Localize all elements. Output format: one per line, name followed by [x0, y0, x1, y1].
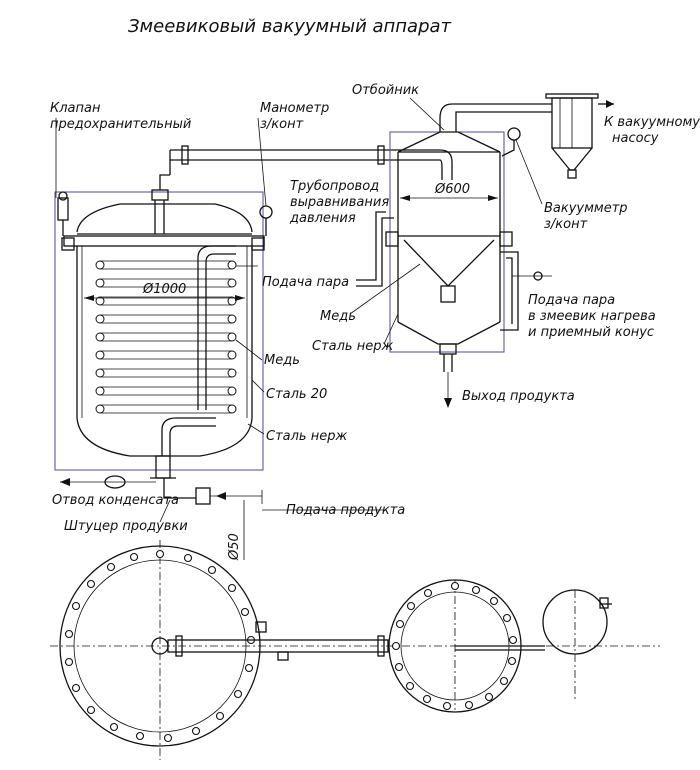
manometer-icon	[259, 205, 273, 236]
manometer-label-1: Манометр	[260, 101, 329, 116]
valve-label-2: предохранительный	[50, 117, 191, 132]
main-vessel-bolt-circle	[64, 549, 256, 743]
vacuum-pump-label-2: насосу	[612, 131, 659, 146]
product-out-label: Выход продукта	[462, 389, 575, 404]
steel-stainless-right-label: Сталь нерж	[312, 339, 393, 354]
steel-stainless-label: Сталь нерж	[266, 429, 347, 444]
diameter-1000-label: Ø1000	[142, 282, 186, 297]
separator-plan	[542, 589, 608, 655]
steam-coil-label-2: в змеевик нагрева	[528, 309, 656, 324]
manometer-label-2: з/конт	[260, 117, 304, 132]
vacuummeter-label-1: Вакуумметр	[544, 201, 628, 216]
bottom-piping	[60, 475, 263, 505]
purge-fitting-label: Штуцер продувки	[64, 519, 188, 534]
copper-right-label: Медь	[320, 309, 356, 324]
main-vessel-plan-flange	[59, 545, 261, 747]
receiver-vessel: Ø600	[356, 93, 614, 372]
plan-view	[50, 540, 660, 760]
separator-cyclone	[545, 93, 614, 179]
equalizer-label-3: давления	[289, 211, 356, 226]
valve-label-1: Клапан	[50, 101, 101, 116]
main-coil-vessel: Ø1000	[54, 174, 273, 479]
copper-label: Медь	[264, 353, 300, 368]
diameter-600-label: Ø600	[434, 182, 470, 197]
vessel-bottom-dome	[76, 417, 253, 457]
equalizer-label-2: выравнивания	[290, 195, 389, 210]
vacuum-pump-label-1: К вакуумному	[604, 115, 700, 130]
equalizer-label-1: Трубопровод	[290, 179, 379, 194]
steam-riser	[197, 245, 236, 410]
steam-coil-label-3: и приемный конус	[528, 325, 654, 340]
receiver-frame	[389, 131, 505, 353]
steam-coil-label-1: Подача пара	[528, 293, 615, 308]
vacuummeter-label-2: з/конт	[544, 217, 588, 232]
condensate-trap-icon	[104, 475, 126, 489]
vessel-top-dome	[76, 203, 253, 233]
vessel-frame	[54, 191, 264, 471]
steam-supply-label: Подача пара	[262, 275, 349, 290]
drawing-title: Змеевиковый вакуумный аппарат	[128, 16, 452, 37]
condensate-out-label: Отвод конденсата	[52, 493, 179, 508]
diameter-50-label: Ø50	[227, 533, 242, 561]
safety-valve-icon	[57, 191, 69, 236]
receiver-bolt-circle	[391, 581, 518, 711]
vessel-flange	[63, 235, 265, 247]
steel-20-label: Сталь 20	[266, 387, 327, 402]
product-valve-icon	[195, 487, 211, 505]
product-supply-label: Подача продукта	[286, 503, 405, 518]
vapor-pipeline	[169, 145, 453, 180]
vacuummeter-icon	[501, 127, 521, 157]
separator-label: Отбойник	[352, 83, 419, 98]
heating-coil	[95, 260, 237, 414]
